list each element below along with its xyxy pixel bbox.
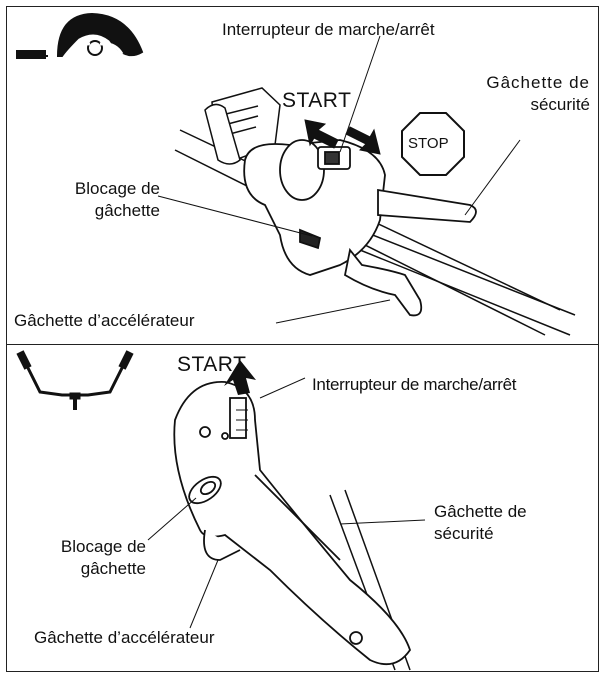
bottom-trigger-lock-label-2: gâchette xyxy=(14,559,146,579)
bike-handle-icon xyxy=(20,352,130,410)
bottom-throttle-trigger-label: Gâchette d’accélérateur xyxy=(34,628,215,648)
bottom-switch-label: Interrupteur de marche/arrêt xyxy=(312,375,516,395)
bottom-start-label: START xyxy=(177,355,246,375)
bottom-safety-trigger-label-1: Gâchette de xyxy=(434,502,527,522)
bottom-safety-trigger-label-2: sécurité xyxy=(434,524,494,544)
bottom-trigger-lock-label-1: Blocage de xyxy=(14,537,146,557)
